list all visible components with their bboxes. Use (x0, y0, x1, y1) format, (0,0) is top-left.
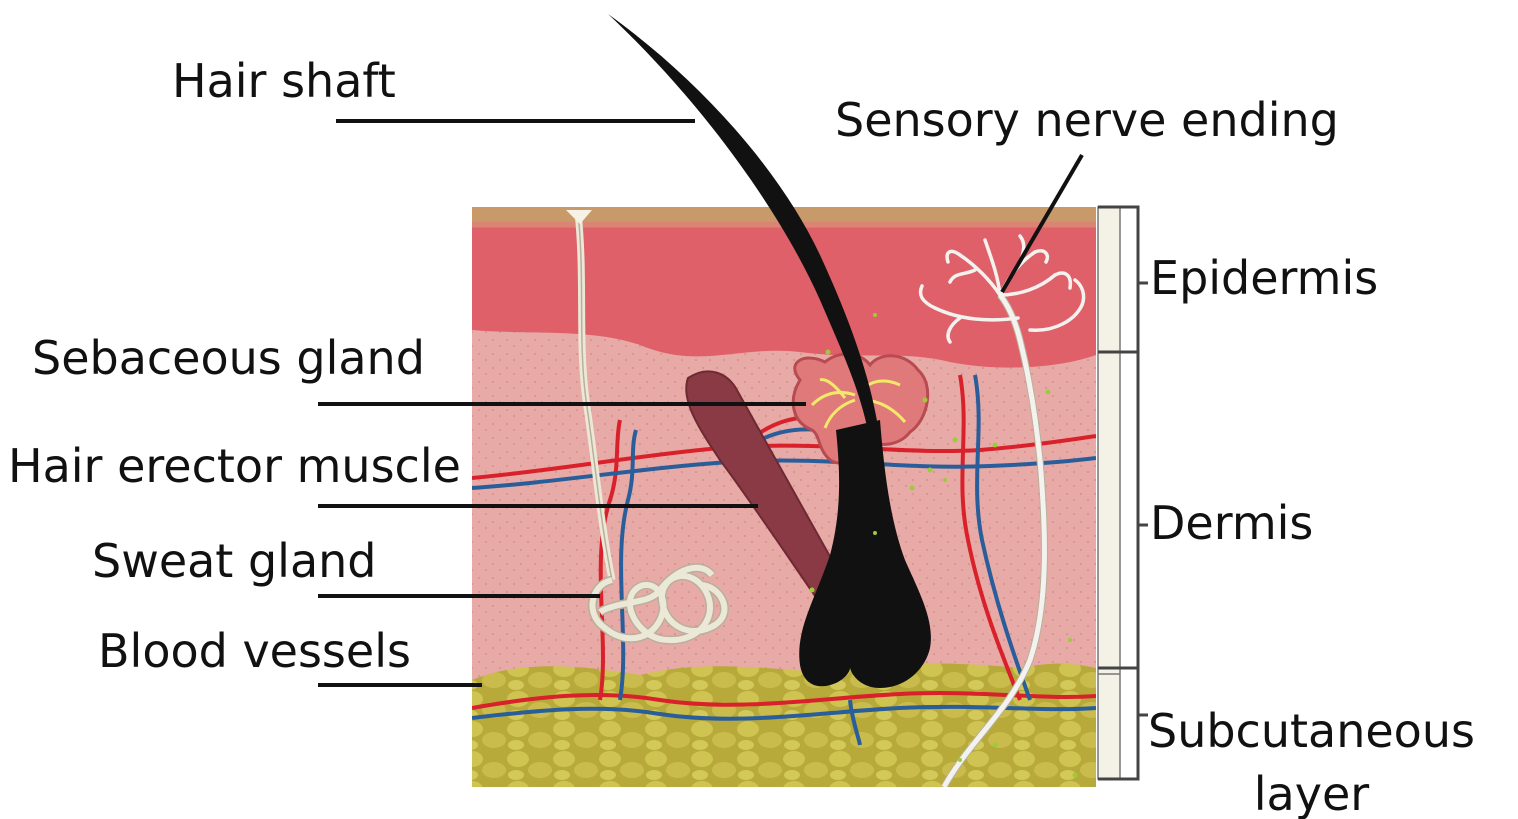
label-blood-vessels: Blood vessels (98, 628, 411, 674)
label-hair-erector-muscle: Hair erector muscle (8, 443, 461, 489)
label-sensory-nerve-ending: Sensory nerve ending (835, 97, 1339, 143)
label-dermis: Dermis (1150, 500, 1313, 546)
label-epidermis: Epidermis (1150, 255, 1378, 301)
label-sweat-gland: Sweat gland (92, 538, 377, 584)
label-subcutaneous-line1: Subcutaneous (1148, 700, 1475, 763)
layer-bracket (1098, 207, 1148, 779)
skin-block (472, 207, 1096, 787)
label-subcutaneous-line2: layer (1148, 763, 1475, 819)
subcutaneous-region (472, 663, 1096, 787)
label-hair-shaft: Hair shaft (172, 58, 396, 104)
label-subcutaneous-layer: Subcutaneous layer (1148, 700, 1475, 819)
label-sebaceous-gland: Sebaceous gland (32, 335, 425, 381)
